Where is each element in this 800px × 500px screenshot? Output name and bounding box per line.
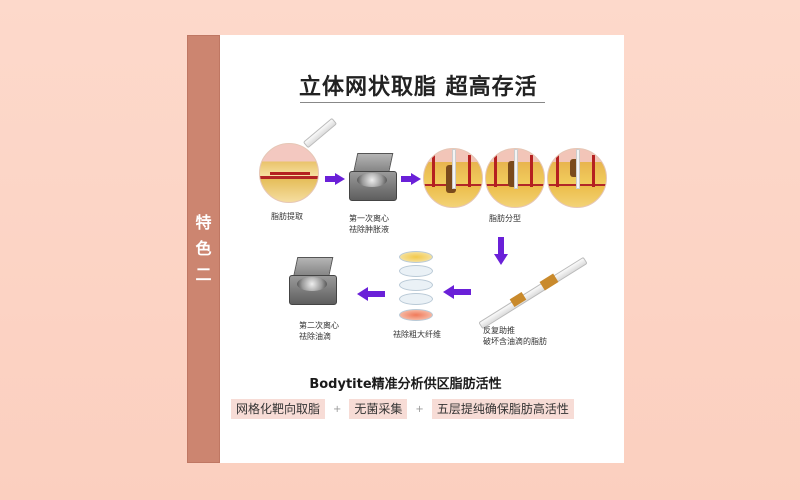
side-band: 特 色 二	[187, 35, 220, 463]
plus-icon: +	[333, 403, 342, 415]
step-first-centrifuge	[347, 153, 399, 203]
step-repeated-push	[471, 256, 591, 330]
step-fat-typing-2	[485, 148, 545, 208]
step-caption: 反复助推 破坏含油滴的脂肪	[483, 326, 547, 346]
step-fat-typing-3	[547, 148, 607, 208]
page-title: 立体网状取脂 超高存活	[299, 75, 538, 100]
step-remove-fibers	[399, 251, 433, 323]
fat-tissue-image	[259, 143, 319, 203]
step-caption: 祛除粗大纤维	[393, 330, 441, 339]
fat-type-image	[485, 148, 545, 208]
side-label-char: 特	[195, 213, 212, 232]
step-caption: 第二次离心 祛除油滴	[299, 321, 339, 341]
feature-card: 特 色 二 立体网状取脂 超高存活 脂肪提取 第一次离心 祛除肿胀液	[187, 35, 624, 463]
step-fat-typing-1	[423, 148, 483, 208]
arrow-left-icon	[443, 285, 471, 299]
fat-type-image	[423, 148, 483, 208]
fat-type-image	[547, 148, 607, 208]
arrow-right-icon	[401, 173, 421, 185]
tag-sterile: 无菌采集	[349, 399, 408, 419]
filter-stack-icon	[399, 251, 433, 323]
syringe-icon	[478, 256, 588, 330]
arrow-right-icon	[325, 173, 345, 185]
arrow-down-icon	[494, 237, 508, 265]
step-second-centrifuge	[287, 257, 339, 307]
syringe-icon	[302, 117, 338, 149]
title-underline	[300, 102, 545, 103]
tag-five-layer: 五层提纯确保脂肪高活性	[431, 399, 574, 419]
step-caption: 第一次离心 祛除肿胀液	[349, 214, 389, 234]
tag-grid-targeted: 网格化靶向取脂	[231, 399, 326, 419]
feature-tags: 网格化靶向取脂 + 无菌采集 + 五层提纯确保脂肪高活性	[231, 399, 574, 419]
centrifuge-icon	[287, 257, 339, 307]
bodytite-heading: Bodytite精准分析供区脂肪活性	[309, 377, 502, 392]
step-fat-extraction	[259, 117, 338, 203]
step-caption: 脂肪提取	[271, 212, 303, 221]
arrow-left-icon	[357, 287, 385, 301]
side-label-char: 二	[195, 265, 212, 284]
side-label-char: 色	[195, 239, 212, 258]
step-caption: 脂肪分型	[489, 214, 521, 223]
plus-icon: +	[415, 403, 424, 415]
centrifuge-icon	[347, 153, 399, 203]
